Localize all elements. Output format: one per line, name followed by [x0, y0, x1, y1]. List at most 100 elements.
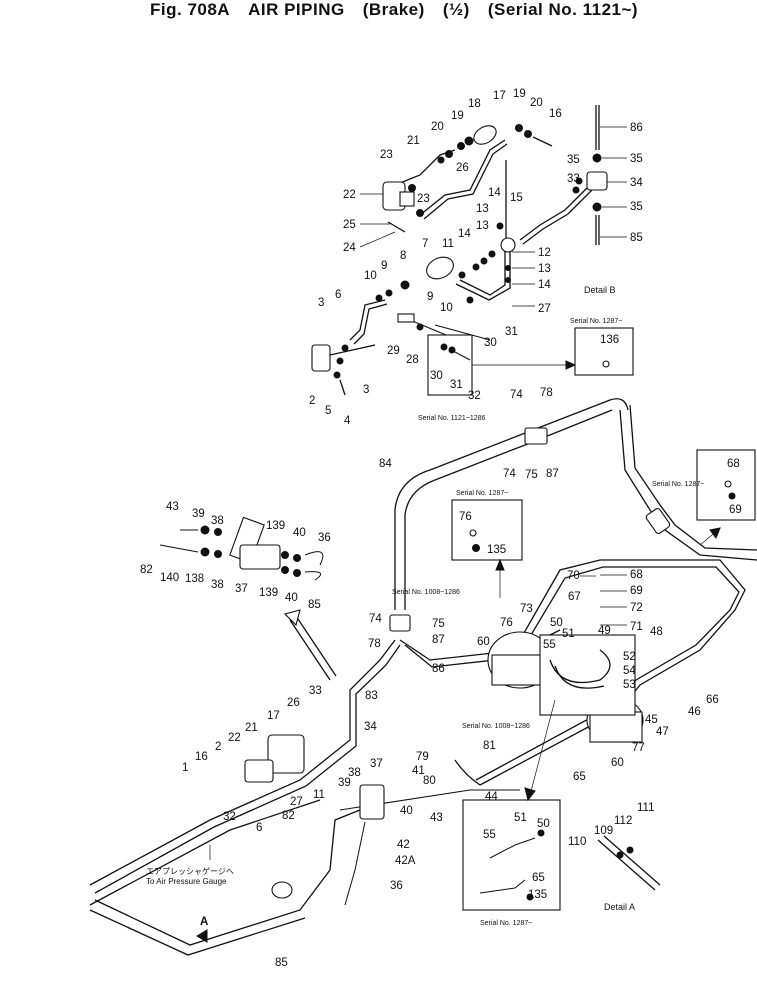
callout: 76: [500, 617, 513, 629]
brake-valve-assembly: [159, 516, 324, 581]
callout: 32: [223, 811, 236, 823]
callout: 15: [510, 192, 523, 204]
callout: 14: [488, 187, 501, 199]
note-serial-1008-1286a: Serial No. 1008~1286: [392, 589, 460, 596]
callout: 109: [594, 825, 613, 837]
callout: 51: [562, 628, 575, 640]
callout: 38: [211, 515, 224, 527]
callout: 26: [287, 697, 300, 709]
callout: 75: [525, 469, 538, 481]
callout: 42A: [395, 855, 416, 867]
callout: 24: [343, 242, 356, 254]
callout: 68: [727, 458, 740, 470]
callout: 2: [309, 395, 315, 407]
callout: 39: [192, 508, 205, 520]
callout: 72: [630, 602, 643, 614]
callout: 39: [338, 777, 351, 789]
air-tanks: [487, 631, 644, 743]
callout: 50: [550, 617, 563, 629]
callout: 78: [540, 387, 553, 399]
detail-a: [597, 835, 661, 891]
callout: 54: [623, 665, 636, 677]
callout: 65: [532, 872, 545, 884]
callout: 69: [630, 585, 643, 597]
callout: 46: [688, 706, 701, 718]
detail-box-76-135: [451, 499, 523, 561]
tee-75-lower: [389, 614, 411, 632]
callout: 37: [370, 758, 383, 770]
callout: 52: [623, 651, 636, 663]
callout: 78: [368, 638, 381, 650]
callout: 13: [476, 203, 489, 215]
detail-a-marker: A: [200, 916, 208, 928]
callout: 9: [427, 291, 433, 303]
callout: 68: [630, 569, 643, 581]
note-jp-gauge: エアプレッシャゲージへ: [146, 866, 234, 876]
callout: 33: [567, 173, 580, 185]
relay-valve-17: [267, 734, 305, 774]
callout: 111: [637, 802, 654, 814]
callout: 40: [285, 592, 298, 604]
note-serial-1287b: Serial No. 1287~: [456, 490, 508, 497]
callout: 30: [484, 337, 497, 349]
callout: 29: [387, 345, 400, 357]
callout: 85: [308, 599, 321, 611]
callout: 83: [365, 690, 378, 702]
callout: 1: [182, 762, 188, 774]
callout: 53: [623, 679, 636, 691]
callout: 86: [630, 122, 643, 134]
callout: 44: [485, 791, 498, 803]
callout: 85: [630, 232, 643, 244]
check-valve-7: [426, 256, 454, 280]
note-serial-1287d: Serial No. 1287~: [480, 920, 532, 927]
callout: 76: [459, 511, 472, 523]
callout: 23: [380, 149, 393, 161]
tee-75-upper: [524, 427, 548, 445]
callout: 79: [416, 751, 429, 763]
callout: 55: [483, 829, 496, 841]
callout: 135: [528, 889, 547, 901]
callout: 35: [630, 153, 643, 165]
tee-34: [586, 171, 608, 191]
callout: 43: [430, 812, 443, 824]
callout: 74: [503, 468, 516, 480]
note-serial-1008-1286b: Serial No. 1008~1286: [462, 723, 530, 730]
callout: 70: [567, 570, 580, 582]
callout: 3: [363, 384, 369, 396]
detail-b-label: Detail B: [584, 285, 616, 295]
callout: 6: [256, 822, 262, 834]
lower-assembly: [89, 609, 520, 956]
leader-lines: [359, 126, 627, 626]
figure-serial: (Serial No. 1121~): [487, 0, 639, 19]
figure-fraction: (½): [442, 0, 470, 19]
callout: 48: [650, 626, 663, 638]
callout: 87: [432, 634, 445, 646]
upper-valve-assembly: [311, 105, 634, 396]
callout: 74: [369, 613, 382, 625]
callout: 51: [514, 812, 527, 824]
valve-2: [311, 344, 331, 372]
callout: 41: [412, 765, 425, 777]
note-to-air-pressure-gauge: To Air Pressure Gauge: [146, 877, 227, 886]
callout: 139: [259, 587, 278, 599]
callout: 82: [140, 564, 153, 576]
callout: 112: [614, 815, 632, 827]
callout: 86: [432, 663, 445, 675]
callout: 16: [195, 751, 208, 763]
callout: 37: [235, 583, 248, 595]
callout: 87: [546, 468, 559, 480]
callout: 21: [407, 135, 420, 147]
note-serial-1287c: Serial No. 1287~: [652, 481, 704, 488]
callout: 81: [483, 740, 496, 752]
callout: 11: [442, 238, 454, 250]
note-serial-1287a: Serial No. 1287~: [570, 318, 622, 325]
callout: 82: [282, 810, 295, 822]
callout: 75: [432, 618, 445, 630]
callout: 35: [630, 201, 643, 213]
callout: 5: [325, 405, 331, 417]
callout: 7: [422, 238, 428, 250]
detail-a-label: Detail A: [604, 902, 635, 912]
callout: 27: [538, 303, 551, 315]
